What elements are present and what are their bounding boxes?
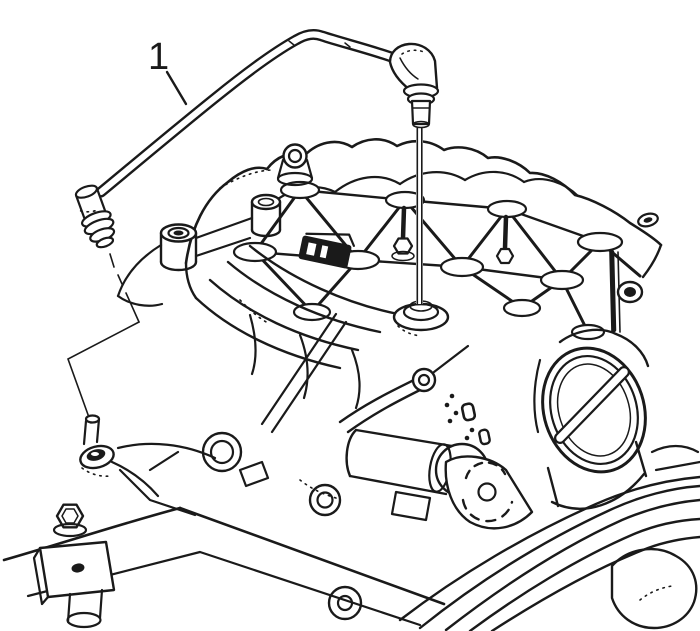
tube-elbow-connector <box>388 42 440 129</box>
callout-1-leader <box>165 70 188 106</box>
vapor-tube-hose <box>95 28 400 198</box>
throttle-body <box>533 280 700 510</box>
tube-vertical-section <box>416 127 423 305</box>
intake-manifold <box>116 138 663 341</box>
callout-1-label: 1 <box>148 36 169 78</box>
manifold-runners <box>194 244 400 434</box>
callout-1: 1 <box>148 36 188 106</box>
pcv-port-stub <box>79 414 115 477</box>
throttle-actuator-cover <box>444 455 534 530</box>
phantom-connection-line <box>67 253 140 424</box>
throttle-gear-marks <box>444 393 491 446</box>
tube-left-connector <box>74 184 116 249</box>
manifold-port-grommet <box>392 300 450 337</box>
engine-lower <box>2 299 700 631</box>
support-bracket <box>338 344 470 434</box>
map-sensor <box>298 232 356 269</box>
